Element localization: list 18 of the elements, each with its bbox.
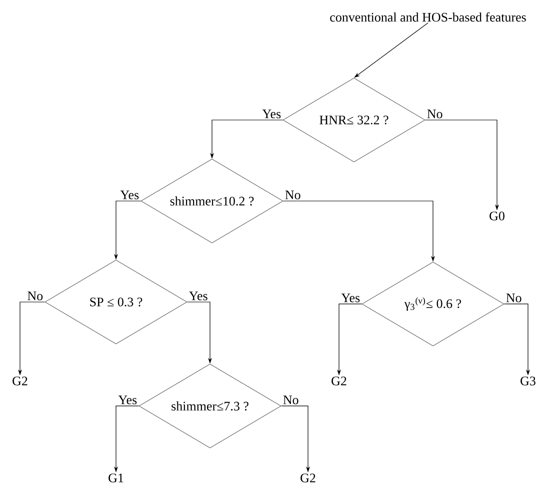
edge-label: No xyxy=(283,396,298,404)
outcome-label: G0 xyxy=(490,212,504,220)
edge-label: Yes xyxy=(189,292,208,300)
edge-label: Yes xyxy=(341,294,360,302)
outcome-label: G2 xyxy=(12,376,28,386)
outcome-label: G3 xyxy=(520,376,536,386)
outcome-label: G2 xyxy=(300,474,316,482)
input-label: conventional and HOS-based features xyxy=(330,12,526,22)
edge-label: No xyxy=(427,110,442,118)
outcome-label: G1 xyxy=(108,474,124,482)
arrow xyxy=(354,22,428,78)
edge-label: Yes xyxy=(262,110,281,118)
edge-label: No xyxy=(506,294,522,302)
edge-label: Yes xyxy=(120,190,139,200)
edge-label: Yes xyxy=(118,396,137,404)
edge-label: No xyxy=(28,292,43,300)
edge-label: No xyxy=(285,190,300,200)
outcome-label: G2 xyxy=(332,376,346,386)
